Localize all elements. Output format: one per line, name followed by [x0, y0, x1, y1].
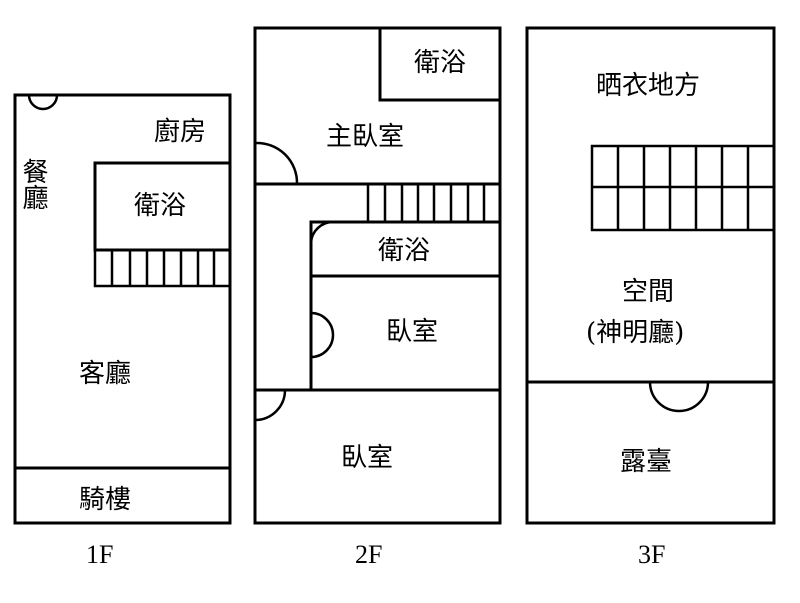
1f-bath-label: 衛浴: [134, 191, 186, 221]
2f-stairs: [366, 182, 502, 224]
1f-arcade-label: 騎樓: [79, 485, 131, 515]
2f-bedroom-bottom-label: 臥室: [341, 443, 393, 473]
2f-floor-label: 2F: [355, 540, 382, 569]
2f-bath-top-label: 衛浴: [414, 48, 466, 78]
2f-master-label: 主臥室: [326, 122, 404, 152]
2f-door-swing-master: [254, 141, 299, 185]
2f-door-swing-bedroom: [310, 311, 335, 359]
3f-stairs: [590, 144, 776, 232]
3f-space-label-line1: 空間: [622, 277, 674, 307]
3f-space-label-line2: (神明廳): [586, 318, 684, 348]
3f-outer-wall: [525, 26, 776, 525]
3f-terrace-label: 露臺: [620, 447, 672, 477]
1f-outer-wall: [13, 93, 232, 525]
1f-living-label: 客廳: [79, 359, 131, 389]
floor-plan-3f: 晒衣地方 空間 (神明廳) 露臺 3F: [525, 26, 776, 569]
1f-dining-label: 餐廳: [18, 158, 48, 210]
floor-plan-2f: 衛浴 主臥室 衛浴 臥室 臥室 2F: [253, 26, 502, 569]
3f-laundry-label: 晒衣地方: [596, 71, 700, 101]
1f-stairs: [93, 248, 232, 288]
floor-plan-1f: 餐廳 廚房 衛浴 客廳 騎樓 1F: [13, 93, 232, 569]
2f-bedroom-mid-label: 臥室: [386, 317, 438, 347]
2f-door-swing-bath: [309, 220, 334, 244]
3f-door-swing: [648, 381, 710, 413]
1f-kitchen-label: 廚房: [154, 117, 206, 147]
1f-floor-label: 1F: [86, 540, 113, 569]
1f-door-swing: [27, 94, 59, 111]
3f-floor-label: 3F: [638, 540, 665, 569]
2f-bath-mid-label: 衛浴: [378, 236, 430, 266]
2f-door-swing-bottom: [254, 389, 287, 422]
2f-bath-top-wall: [378, 28, 500, 102]
